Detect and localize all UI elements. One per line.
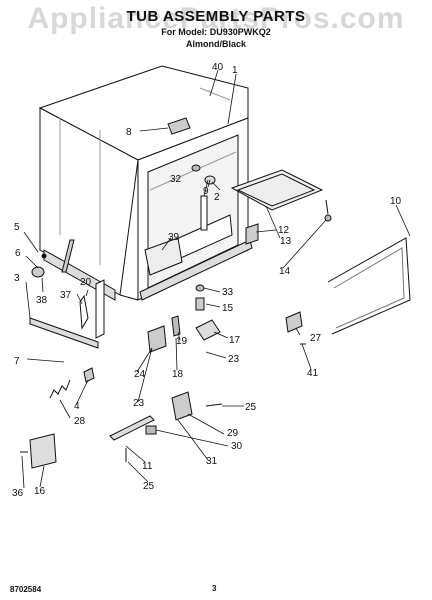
tub-body	[38, 65, 253, 301]
callout-18: 18	[172, 369, 184, 380]
page-number: 3	[212, 584, 217, 593]
callout-32: 32	[170, 174, 182, 185]
callout-40: 40	[212, 62, 224, 73]
callout-4: 4	[74, 401, 80, 412]
callout-9: 9	[203, 186, 209, 197]
callout-25a: 25	[245, 402, 257, 413]
clip-part	[245, 223, 259, 245]
filter-part	[144, 237, 183, 276]
callout-37: 37	[60, 290, 72, 301]
callout-31: 31	[206, 456, 218, 467]
valve-part	[147, 325, 167, 353]
callout-10: 10	[390, 196, 402, 207]
model-line: For Model: DU930PWKQ2	[161, 27, 271, 37]
callout-8: 8	[126, 127, 132, 138]
callout-1: 1	[232, 65, 238, 76]
callout-41: 41	[307, 368, 319, 379]
callout-11: 11	[142, 461, 153, 472]
callout-27: 27	[310, 333, 322, 344]
callout-24: 24	[134, 369, 146, 380]
pump-part	[31, 266, 45, 278]
callout-33: 33	[222, 287, 234, 298]
callout-20: 20	[80, 277, 92, 288]
callout-36: 36	[12, 488, 24, 499]
insulation-part	[327, 237, 411, 335]
bracket-part-16	[29, 433, 57, 469]
callout-2: 2	[214, 192, 220, 203]
callout-30: 30	[231, 441, 243, 452]
callout-15: 15	[222, 303, 234, 314]
spring-part	[49, 379, 71, 399]
callout-7: 7	[14, 356, 20, 367]
drawing-code: 8702584	[10, 585, 42, 594]
tube-part	[200, 195, 208, 231]
callout-3: 3	[14, 273, 20, 284]
callout-12: 12	[278, 225, 290, 236]
callout-23a: 23	[228, 354, 240, 365]
color-line: Almond/Black	[185, 39, 246, 49]
callout-6: 6	[15, 248, 21, 259]
callout-39: 39	[168, 232, 180, 243]
vent-part	[167, 117, 191, 135]
callout-19: 19	[176, 336, 188, 347]
bracket-part	[285, 311, 303, 333]
callout-16: 16	[34, 486, 46, 497]
gasket-panel	[230, 169, 324, 211]
callout-28: 28	[74, 416, 86, 427]
callout-14: 14	[279, 266, 291, 277]
lever-part	[109, 415, 155, 441]
callout-38: 38	[36, 295, 48, 306]
callout-29: 29	[227, 428, 239, 439]
callout-5: 5	[14, 222, 20, 233]
callout-23b: 23	[133, 398, 145, 409]
callout-17: 17	[229, 335, 241, 346]
callout-13: 13	[280, 236, 292, 247]
diagram-title: TUB ASSEMBLY PARTS	[126, 8, 306, 25]
nut-part	[191, 164, 201, 172]
callout-25b: 25	[143, 481, 155, 492]
float-switch-part	[171, 391, 193, 421]
